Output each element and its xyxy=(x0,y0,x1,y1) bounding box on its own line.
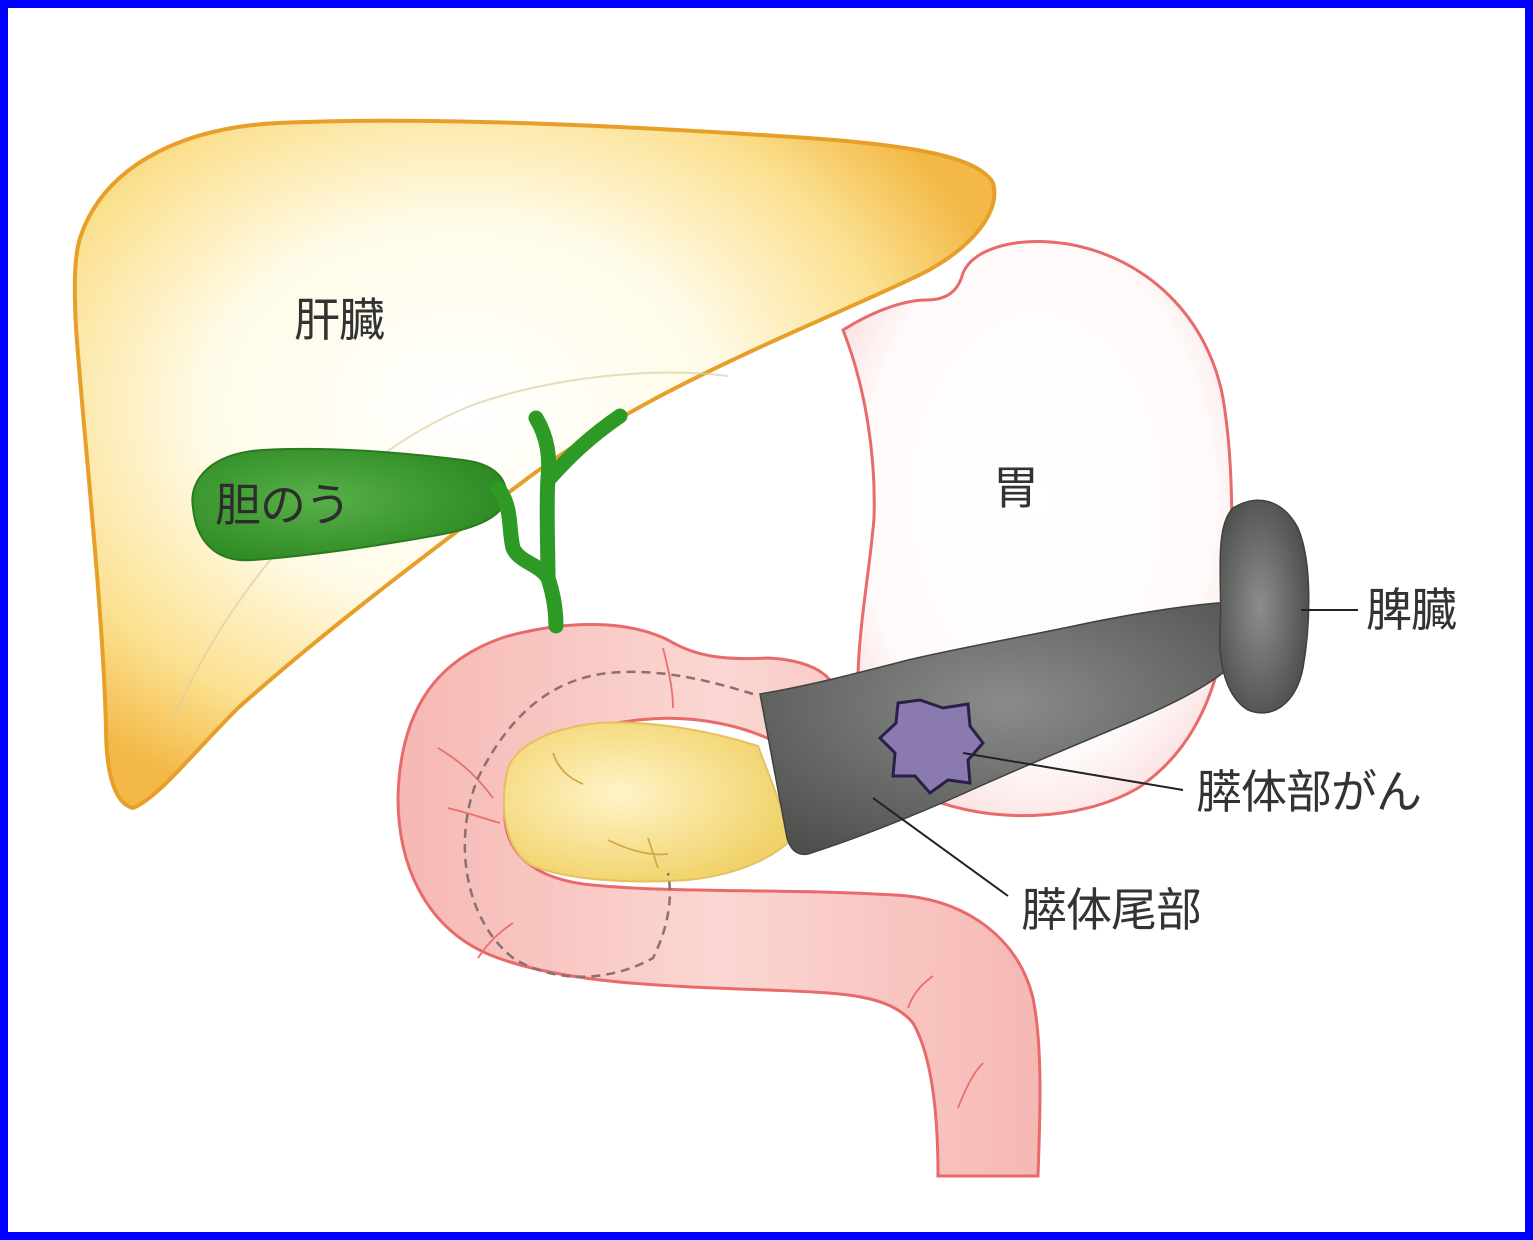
spleen-label: 脾臓 xyxy=(1366,583,1456,637)
pancreatic-body-tail-label: 膵体尾部 xyxy=(1021,883,1201,937)
diagram-frame: 肝臓 胆のう 胃 脾臓 膵体部がん 膵体尾部 xyxy=(8,8,1525,1232)
spleen-shape xyxy=(1220,500,1309,713)
stomach-label: 胃 xyxy=(993,461,1038,515)
anatomy-diagram: 肝臓 胆のう 胃 脾臓 膵体部がん 膵体尾部 xyxy=(8,8,1525,1232)
liver-label: 肝臓 xyxy=(294,293,384,347)
gallbladder-label: 胆のう xyxy=(215,478,350,532)
pancreatic-body-cancer-label: 膵体部がん xyxy=(1196,765,1421,819)
pancreas-head xyxy=(504,722,793,881)
